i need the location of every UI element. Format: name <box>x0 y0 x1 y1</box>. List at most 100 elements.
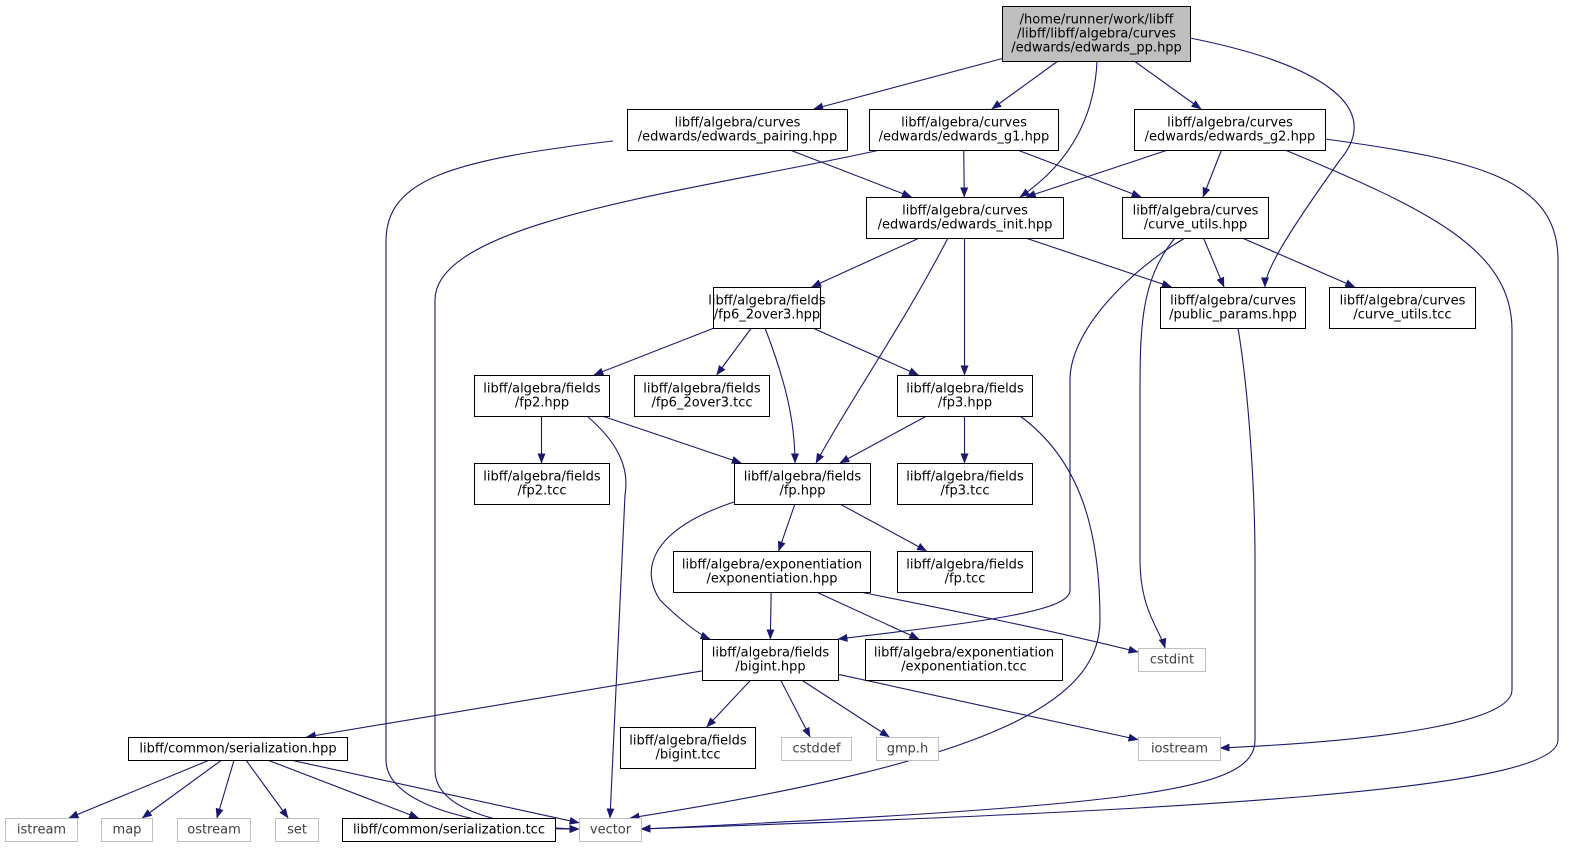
node-label-fp6-line-1: /fp6_2over3.hpp <box>714 308 820 323</box>
node-serialization[interactable]: libff/common/serialization.hpp <box>128 737 348 761</box>
edge-fp6-to-fp3 <box>812 327 919 376</box>
node-fp2[interactable]: libff/algebra/fields/fp2.hpp <box>474 375 610 417</box>
node-box-fp <box>734 463 871 505</box>
node-box-fp2 <box>474 375 610 417</box>
node-box-pairing <box>627 109 848 151</box>
edge-g1-to-curve_utils <box>1017 149 1142 198</box>
edge-serialization-to-set <box>245 759 289 819</box>
edge-serialization-to-map <box>141 759 223 819</box>
node-public_params[interactable]: libff/algebra/curves/public_params.hpp <box>1160 287 1306 329</box>
node-label-fp2_tcc-line-0: libff/algebra/fields <box>483 470 601 485</box>
node-box-expo <box>673 551 871 593</box>
node-label-fp_tcc-line-0: libff/algebra/fields <box>906 558 1024 573</box>
edge-root-to-g2 <box>1133 60 1202 110</box>
node-cstdint: cstdint <box>1138 648 1206 672</box>
node-label-fp-line-1: /fp.hpp <box>779 484 825 499</box>
edge-curve_utils-to-bigint <box>837 237 1186 642</box>
node-label-bigint_tcc-line-0: libff/algebra/fields <box>629 734 747 749</box>
node-label-curve_utils_tcc-line-0: libff/algebra/curves <box>1340 294 1466 309</box>
node-box-curve_utils_tcc <box>1329 287 1476 329</box>
node-init[interactable]: libff/algebra/curves/edwards/edwards_ini… <box>866 197 1064 239</box>
edge-g2-to-iostream <box>1219 149 1513 752</box>
edge-fp6-to-fp <box>764 327 799 464</box>
node-istream: istream <box>5 818 78 842</box>
node-label-cstdint-line-0: cstdint <box>1150 653 1194 668</box>
node-label-pairing-line-1: /edwards/edwards_pairing.hpp <box>638 130 837 145</box>
node-bigint[interactable]: libff/algebra/fields/bigint.hpp <box>702 639 839 681</box>
node-serialization_tcc[interactable]: libff/common/serialization.tcc <box>342 818 556 842</box>
node-label-g1-line-0: libff/algebra/curves <box>901 116 1027 131</box>
node-box-fp_tcc <box>897 551 1033 593</box>
node-label-serialization_tcc-line-0: libff/common/serialization.tcc <box>353 823 545 838</box>
node-fp[interactable]: libff/algebra/fields/fp.hpp <box>734 463 871 505</box>
node-expo[interactable]: libff/algebra/exponentiation/exponentiat… <box>673 551 871 593</box>
edge-expo-to-expo_tcc <box>815 591 920 640</box>
node-label-fp6_tcc-line-1: /fp6_2over3.tcc <box>651 396 752 411</box>
node-fp2_tcc[interactable]: libff/algebra/fields/fp2.tcc <box>474 463 610 505</box>
node-label-fp6-line-0: libff/algebra/fields <box>708 294 826 309</box>
edge-bigint-to-serialization <box>305 670 703 740</box>
node-curve_utils_tcc[interactable]: libff/algebra/curves/curve_utils.tcc <box>1329 287 1476 329</box>
node-label-root-line-2: /edwards/edwards_pp.hpp <box>1011 41 1182 56</box>
edge-root-to-g1 <box>991 60 1059 110</box>
edge-root-to-public_params <box>1189 37 1355 288</box>
node-box-iostream <box>1138 737 1221 761</box>
node-label-set-line-0: set <box>287 823 307 838</box>
node-label-fp2-line-0: libff/algebra/fields <box>483 382 601 397</box>
node-box-bigint_tcc <box>620 727 756 769</box>
node-label-init-line-1: /edwards/edwards_init.hpp <box>878 218 1053 233</box>
node-label-expo_tcc-line-0: libff/algebra/exponentiation <box>874 646 1054 661</box>
edge-fp-to-fp_tcc <box>839 503 928 552</box>
node-fp6_tcc[interactable]: libff/algebra/fields/fp6_2over3.tcc <box>634 375 770 417</box>
node-box-gmp <box>876 737 939 761</box>
node-box-init <box>866 197 1064 239</box>
node-box-istream <box>5 818 78 842</box>
node-g2[interactable]: libff/algebra/curves/edwards/edwards_g2.… <box>1134 109 1326 151</box>
node-label-expo_tcc-line-1: /exponentiation.tcc <box>901 660 1027 675</box>
node-label-fp3-line-1: /fp3.hpp <box>938 396 992 411</box>
edge-root-to-init <box>1019 60 1098 198</box>
node-box-curve_utils <box>1122 197 1269 239</box>
node-g1[interactable]: libff/algebra/curves/edwards/edwards_g1.… <box>869 109 1059 151</box>
edge-init-to-public_params <box>1025 237 1172 288</box>
edge-bigint-to-iostream <box>837 673 1139 742</box>
node-iostream: iostream <box>1138 737 1221 761</box>
node-label-serialization-line-0: libff/common/serialization.hpp <box>139 742 336 757</box>
node-box-g2 <box>1134 109 1326 151</box>
node-label-bigint-line-1: /bigint.hpp <box>735 660 805 675</box>
edge-fp-to-bigint <box>650 501 735 640</box>
node-label-istream-line-0: istream <box>17 823 66 838</box>
node-fp3[interactable]: libff/algebra/fields/fp3.hpp <box>897 375 1033 417</box>
node-label-pairing-line-0: libff/algebra/curves <box>675 116 801 131</box>
edge-g2-to-init <box>1025 149 1168 198</box>
node-curve_utils[interactable]: libff/algebra/curves/curve_utils.hpp <box>1122 197 1269 239</box>
node-root[interactable]: /home/runner/work/libff/libff/libff/alge… <box>1002 6 1191 62</box>
node-box-serialization <box>128 737 348 761</box>
node-label-vector-line-0: vector <box>590 823 632 838</box>
node-box-expo_tcc <box>865 639 1063 681</box>
edge-bigint-to-cstddef <box>780 679 811 738</box>
node-label-iostream-line-0: iostream <box>1151 742 1208 757</box>
node-box-fp3_tcc <box>897 463 1033 505</box>
node-fp_tcc[interactable]: libff/algebra/fields/fp.tcc <box>897 551 1033 593</box>
node-pairing[interactable]: libff/algebra/curves/edwards/edwards_pai… <box>627 109 848 151</box>
node-bigint_tcc[interactable]: libff/algebra/fields/bigint.tcc <box>620 727 756 769</box>
node-label-curve_utils-line-0: libff/algebra/curves <box>1133 204 1259 219</box>
node-box-map <box>101 818 153 842</box>
node-expo_tcc[interactable]: libff/algebra/exponentiation/exponentiat… <box>865 639 1063 681</box>
node-label-fp3_tcc-line-1: /fp3.tcc <box>940 484 989 499</box>
edge-init-to-fp6 <box>811 237 920 288</box>
node-fp3_tcc[interactable]: libff/algebra/fields/fp3.tcc <box>897 463 1033 505</box>
node-label-fp6_tcc-line-0: libff/algebra/fields <box>643 382 761 397</box>
node-label-public_params-line-1: /public_params.hpp <box>1169 308 1297 323</box>
edge-expo-to-cstdint <box>859 591 1139 654</box>
edge-g2-to-vector <box>640 138 1559 833</box>
node-label-ostream-line-0: ostream <box>187 823 241 838</box>
nodes-layer: /home/runner/work/libff/libff/libff/alge… <box>5 6 1476 842</box>
edge-init-to-fp <box>815 237 949 464</box>
node-fp6[interactable]: libff/algebra/fields/fp6_2over3.hpp <box>708 287 826 329</box>
edge-fp3-to-fp <box>839 415 927 464</box>
node-box-fp6_tcc <box>634 375 770 417</box>
edge-fp3-to-vector <box>629 415 1101 821</box>
node-box-public_params <box>1160 287 1306 329</box>
